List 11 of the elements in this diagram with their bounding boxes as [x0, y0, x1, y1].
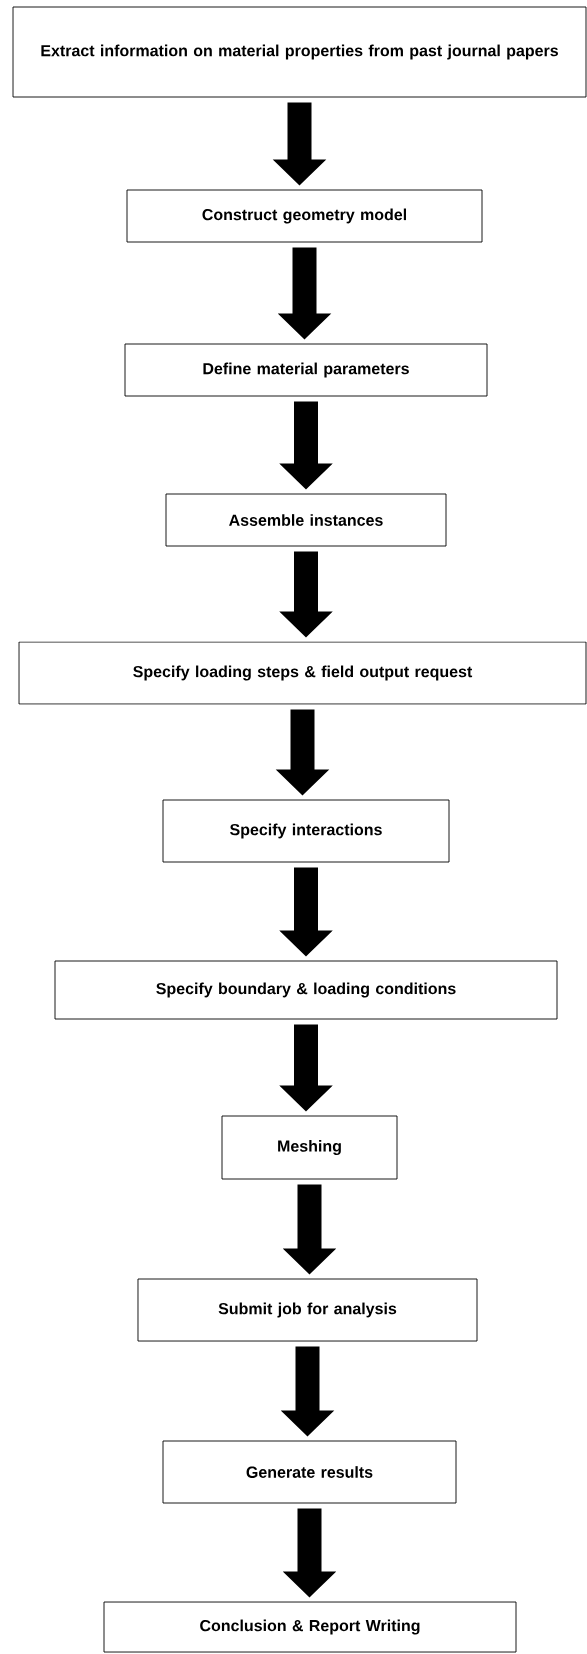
process-box: Define material parameters	[124, 343, 488, 397]
process-box: Specify interactions	[162, 799, 450, 863]
process-box: Assemble instances	[165, 493, 447, 547]
process-box: Meshing	[221, 1115, 398, 1180]
process-box: Generate results	[162, 1440, 457, 1504]
process-box: Submit job for analysis	[137, 1278, 478, 1342]
process-box: Specify loading steps & field output request	[18, 641, 587, 705]
process-box: Construct geometry model	[126, 189, 483, 243]
process-box: Specify boundary & loading conditions	[54, 960, 558, 1020]
process-box: Conclusion & Report Writing	[103, 1601, 517, 1653]
process-box: Extract information on material properties from past journal papers	[12, 6, 587, 98]
